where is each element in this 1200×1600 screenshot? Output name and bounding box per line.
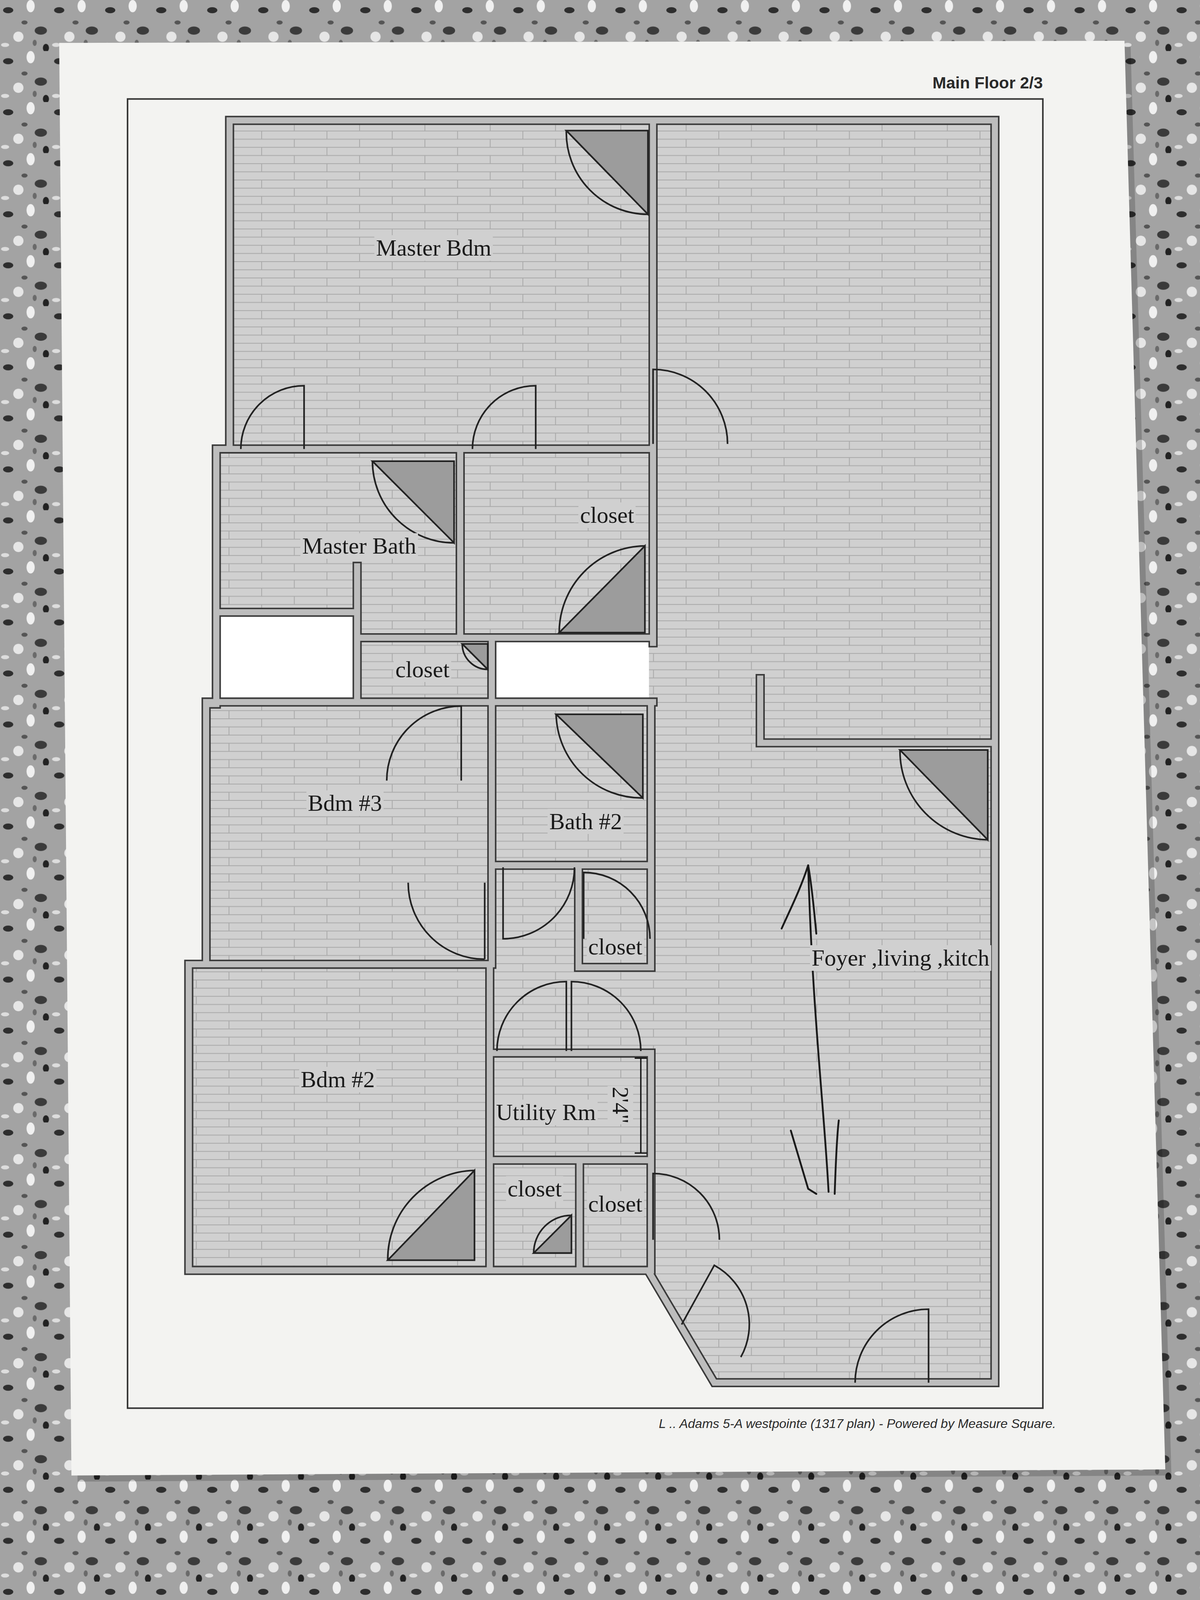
room-label: Bath #2 [547, 808, 624, 835]
dimension-label: 2'4" [607, 1086, 634, 1125]
door-leaf [855, 1309, 929, 1383]
door-leaf [681, 1265, 750, 1358]
door-swing [566, 130, 648, 215]
room-area: closet [579, 867, 650, 966]
door-symbols [372, 130, 988, 1261]
dimension-line [634, 1058, 648, 1153]
door-arc [559, 546, 645, 633]
door-leaf [496, 981, 566, 1051]
door-leaf [240, 385, 304, 449]
door-leaf [583, 872, 650, 939]
door-swing [372, 461, 454, 543]
door-leaf [653, 369, 728, 444]
room-area: closet [489, 1161, 579, 1268]
room-label: Master Bath [300, 533, 418, 559]
room-area: Bdm #3 [208, 704, 490, 962]
wall-outline [188, 120, 995, 1383]
door-leaf [571, 981, 641, 1051]
door-arc [462, 644, 488, 670]
room-label: Foyer ,living ,kitch [810, 945, 992, 971]
door-arc [387, 1170, 475, 1260]
room-label: closet [586, 934, 644, 960]
door-arc [556, 714, 643, 798]
page-frame [127, 98, 1043, 1408]
door-arcs [240, 130, 988, 1383]
floor-area [188, 120, 995, 1383]
door-swing [559, 546, 645, 633]
room-label: closet [586, 1191, 644, 1217]
room-area: Bdm #2 [190, 966, 486, 1269]
dimension-line [634, 1058, 648, 1153]
room-label: Master Bdm [374, 235, 493, 261]
door-leaf [653, 1173, 720, 1240]
room-label: closet [506, 1176, 564, 1202]
door-swing [556, 714, 643, 798]
blank-area [494, 639, 650, 702]
door-arc [533, 1215, 572, 1253]
blank-area [218, 612, 358, 702]
room-label: Utility Rm [494, 1099, 598, 1126]
room-label: closet [393, 656, 451, 683]
door-swing [900, 750, 988, 840]
door-swing [387, 1170, 475, 1260]
room-label: Bdm #2 [299, 1066, 377, 1093]
door-leaf [503, 867, 575, 939]
door-arc [566, 130, 648, 215]
pen-arrow [808, 865, 829, 1192]
door-leaf [472, 385, 536, 449]
room-area: closet [465, 453, 649, 637]
room-area: Foyer ,living ,kitch [655, 122, 992, 1380]
page-title: Main Floor 2/3 [932, 73, 1043, 93]
door-leaf [386, 706, 462, 781]
wall-fill [188, 120, 995, 1383]
door-swing [533, 1215, 572, 1253]
pen-check [790, 1120, 839, 1194]
room-area: Master Bdm [234, 124, 650, 445]
pen-mark [781, 865, 839, 1194]
door-swing [462, 644, 488, 670]
room-area: Master Bath [220, 453, 456, 611]
room-label: closet [578, 502, 636, 528]
door-leaf [408, 882, 485, 960]
room-area: Bath #2 [494, 704, 650, 865]
pen-arrowhead [781, 865, 817, 934]
door-arc [372, 461, 454, 543]
room-area: closet [580, 1161, 650, 1268]
room-label: Bdm #3 [306, 790, 384, 816]
room-area: closet [359, 639, 490, 700]
door-arc [900, 750, 988, 840]
page-caption: L .. Adams 5-A westpointe (1317 plan) - … [658, 1416, 1056, 1432]
paper-sheet [59, 40, 1166, 1476]
